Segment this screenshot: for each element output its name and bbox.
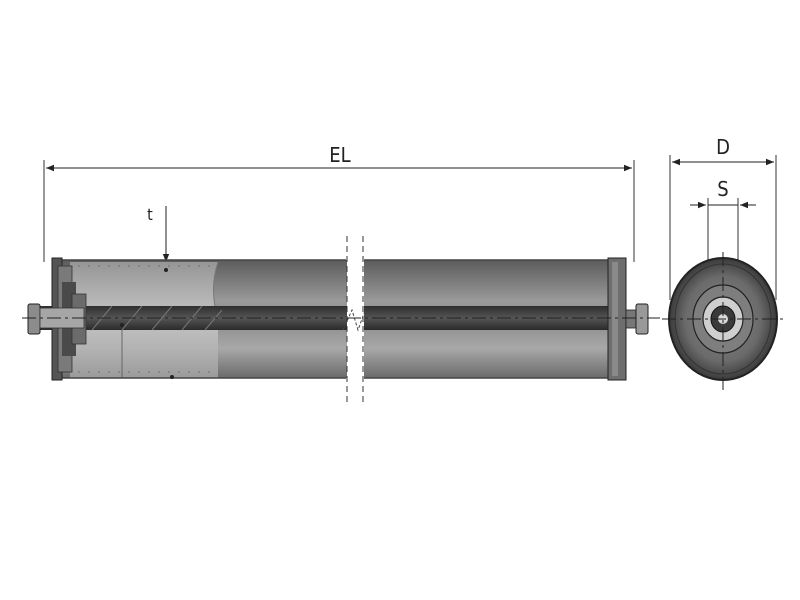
- el-dimension: EL: [43, 143, 635, 262]
- d-label: D: [716, 135, 730, 159]
- d-dimension: D: [669, 135, 777, 300]
- el-label: EL: [329, 143, 350, 167]
- t-dimension: t: [147, 205, 170, 262]
- roller-side-view: [22, 230, 660, 405]
- roller-end-view: [662, 252, 784, 390]
- s-label: S: [717, 177, 728, 201]
- t-label: t: [147, 205, 153, 224]
